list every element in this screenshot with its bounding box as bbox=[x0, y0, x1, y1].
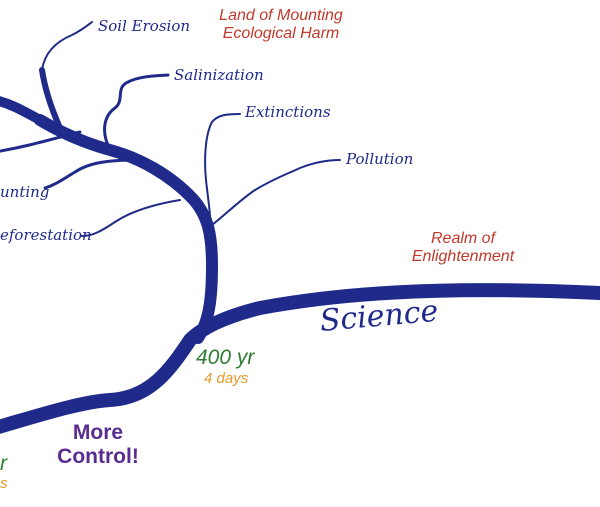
branch-left-top bbox=[0, 96, 45, 125]
label-more-control-line2: Control! bbox=[57, 445, 139, 469]
region-harm-line2: Ecological Harm bbox=[222, 25, 340, 43]
label-more-control-line1: More bbox=[72, 421, 124, 444]
branch-deforestation bbox=[81, 199, 181, 237]
region-harm: Land of Mounting Ecological Harm bbox=[208, 7, 354, 44]
branch-salinization bbox=[103, 73, 170, 152]
region-harm-line1: Land of Mounting bbox=[219, 7, 343, 24]
branch-hunting bbox=[43, 158, 142, 190]
branch-pollution bbox=[211, 159, 341, 226]
twig-soil-erosion bbox=[41, 21, 93, 71]
label-days: 4 days bbox=[204, 370, 249, 387]
region-enlightenment-line2: Enlightenment bbox=[411, 248, 515, 266]
branch-extinctions bbox=[204, 113, 241, 241]
branch-soil-base bbox=[39, 67, 63, 131]
label-extinctions: Extinctions bbox=[245, 103, 331, 121]
label-days-left-fragment: s bbox=[0, 475, 8, 492]
label-years: 400 yr bbox=[196, 346, 255, 369]
label-more-control: More Control! bbox=[44, 421, 152, 469]
region-enlightenment: Realm of Enlightenment bbox=[400, 230, 526, 267]
label-hunting: unting bbox=[0, 183, 50, 201]
branch-left-mid bbox=[0, 130, 82, 153]
label-deforestation: eforestation bbox=[0, 226, 92, 244]
label-years-left-fragment: r bbox=[0, 452, 7, 475]
upper-trunk bbox=[34, 114, 218, 344]
label-soil-erosion: Soil Erosion bbox=[98, 17, 191, 35]
region-enlightenment-line1: Realm of bbox=[430, 230, 496, 247]
label-pollution: Pollution bbox=[346, 150, 414, 168]
label-salinization: Salinization bbox=[174, 66, 264, 84]
main-trunk bbox=[0, 283, 600, 434]
